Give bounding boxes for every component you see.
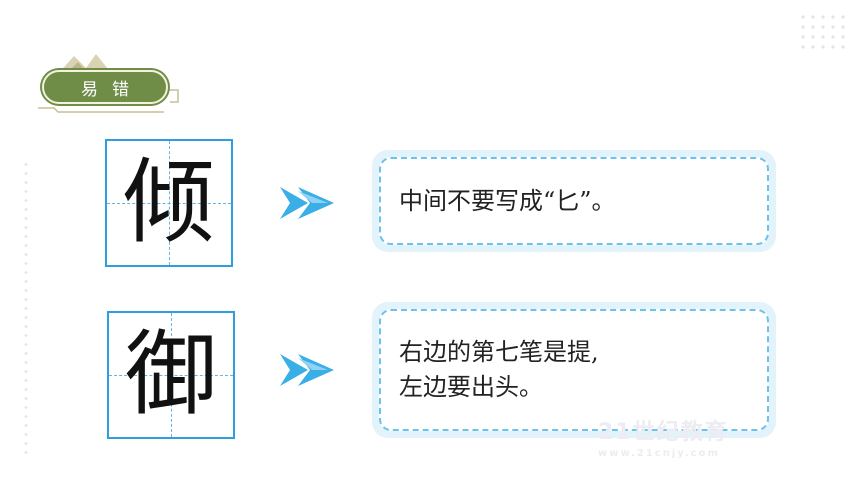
decorative-dotted-line [24, 160, 28, 460]
label-text: 易错 [42, 70, 168, 104]
character-grid-box: 御 [107, 311, 235, 439]
character: 倾 [122, 149, 215, 256]
double-chevron-right-arrow-icon [280, 354, 334, 386]
note-line: 左边要出头。 [399, 373, 543, 401]
grid-guide-vertical [169, 141, 170, 265]
section-label: 易错 [34, 50, 184, 116]
note-box: 中间不要写成“匕”。 [372, 150, 776, 252]
note-line: 中间不要写成“匕”。 [399, 186, 616, 215]
character: 御 [124, 321, 217, 428]
character-grid-box: 倾 [105, 139, 233, 267]
note-content: 右边的第七笔是提, 左边要出头。 [379, 309, 769, 431]
note-content: 中间不要写成“匕”。 [379, 157, 769, 245]
grid-guide-vertical [171, 313, 172, 437]
decorative-dot-grid [798, 12, 848, 54]
watermark-sub: www.21cnjy.com [598, 448, 720, 459]
note-box: 右边的第七笔是提, 左边要出头。 [372, 302, 776, 438]
double-chevron-right-arrow-icon [280, 187, 334, 219]
note-line: 右边的第七笔是提, [399, 338, 599, 367]
